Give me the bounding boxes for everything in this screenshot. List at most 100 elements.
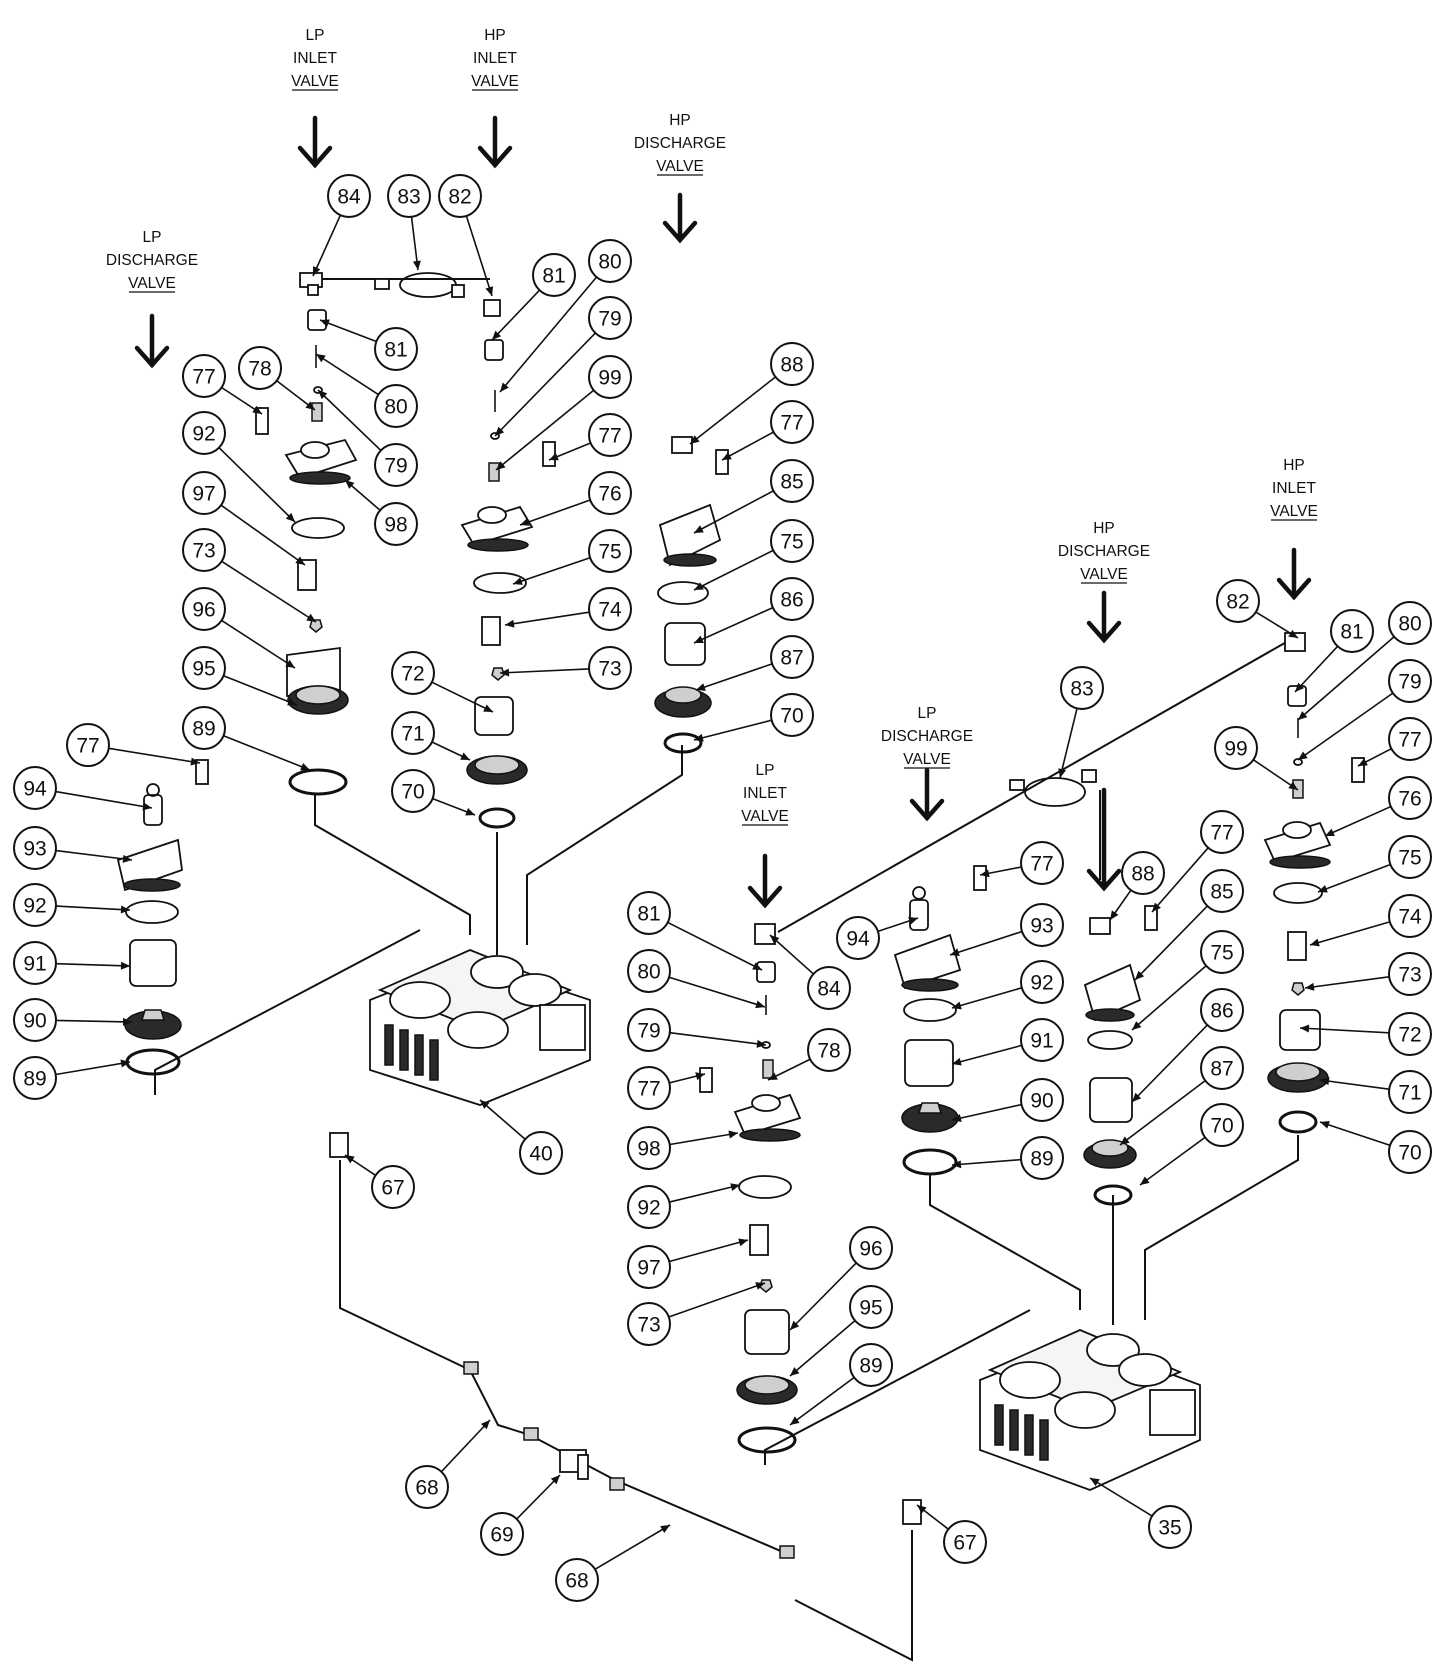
callout-number: 92 <box>23 895 46 918</box>
leader-line <box>512 557 591 585</box>
callout-number: 75 <box>1210 942 1233 965</box>
callout-circle <box>943 1520 987 1564</box>
leader-line <box>223 675 298 706</box>
callout-number: 89 <box>1030 1148 1053 1171</box>
leader-line <box>221 560 317 623</box>
o-ring-icon <box>288 768 348 796</box>
leader-arrowhead <box>345 480 355 489</box>
valve-sleeve-icon <box>474 696 514 736</box>
callout-circle <box>182 706 226 750</box>
leader-line <box>431 681 494 713</box>
callout-circle <box>1388 776 1432 820</box>
callout-number: 74 <box>1398 906 1422 929</box>
leader-arrowhead <box>952 1001 962 1010</box>
callout-90: 90 <box>951 1078 1064 1122</box>
leader-arrowhead <box>1320 1077 1330 1086</box>
callout-number: 80 <box>1398 613 1421 636</box>
callout-circle <box>588 646 632 690</box>
leader-line <box>1089 1477 1153 1517</box>
callout-94: 94 <box>13 766 153 811</box>
gasket-icon <box>1087 1030 1133 1050</box>
callout-circle <box>532 253 576 297</box>
callout-86: 86 <box>693 577 814 644</box>
o-ring-icon <box>478 807 516 829</box>
callout-circle <box>1214 726 1258 770</box>
tee-fitting-icon <box>559 1449 589 1480</box>
callout-number: 81 <box>542 265 565 288</box>
valve-seat-icon <box>287 685 349 715</box>
callout-81: 81 <box>1294 609 1374 693</box>
leader-line <box>494 332 596 437</box>
callout-circle <box>588 529 632 573</box>
o-ring-icon <box>1093 1184 1133 1206</box>
callout-number: 89 <box>859 1355 882 1378</box>
elbow-fitting-icon <box>1284 632 1306 652</box>
callout-number: 86 <box>780 589 803 612</box>
leader-line <box>516 1474 561 1520</box>
valve-cage-icon <box>297 559 317 591</box>
leader-line <box>440 1419 491 1473</box>
valve-label-line3: VALVE <box>656 158 704 175</box>
leader-arrowhead <box>694 635 704 643</box>
leader-arrowhead <box>1090 1478 1100 1487</box>
leader-line <box>669 1031 767 1046</box>
callout-96: 96 <box>789 1226 893 1331</box>
callout-number: 71 <box>1398 1082 1421 1105</box>
callout-84: 84 <box>769 934 851 1010</box>
callout-circle <box>182 354 226 398</box>
callout-35: 35 <box>1089 1477 1192 1549</box>
leader-arrowhead <box>480 1420 490 1430</box>
valve-label-line1: HP <box>1283 457 1305 474</box>
callout-number: 92 <box>1030 972 1053 995</box>
callout-70: 70 <box>391 769 476 816</box>
leader-arrowhead <box>950 948 960 957</box>
leader-arrowhead <box>345 1155 355 1164</box>
leader-line <box>789 1320 856 1377</box>
valve-sleeve-icon <box>129 939 177 987</box>
callout-77: 77 <box>979 841 1064 885</box>
callout-circle <box>1020 1018 1064 1062</box>
tube-loop-icon <box>1009 769 1097 807</box>
leader-arrowhead <box>730 1183 740 1192</box>
callout-84: 84 <box>312 174 371 277</box>
valve-label-line2: DISCHARGE <box>106 252 198 269</box>
leader-line <box>218 447 296 523</box>
leader-line <box>479 1099 526 1140</box>
leader-arrowhead <box>1135 970 1145 980</box>
callout-86: 86 <box>1131 988 1244 1103</box>
bolt-icon <box>542 441 556 467</box>
leader-line <box>55 790 153 809</box>
valve-sleeve-icon <box>744 1309 790 1355</box>
callout-circle <box>1388 717 1432 761</box>
arrow-hp-discharge-right <box>1086 590 1122 644</box>
leader-arrowhead <box>122 1017 132 1026</box>
callout-number: 76 <box>598 483 621 506</box>
callout-79: 79 <box>1297 659 1432 761</box>
callout-80: 80 <box>499 239 632 393</box>
bolt-icon <box>1144 905 1158 931</box>
callout-number: 91 <box>1030 1030 1053 1053</box>
valve-cage-icon <box>1287 931 1307 961</box>
callout-82: 82 <box>1216 579 1299 639</box>
callout-circle <box>1200 988 1244 1032</box>
callout-circle <box>1388 1012 1432 1056</box>
callout-number: 77 <box>1210 822 1233 845</box>
leader-line <box>951 987 1023 1009</box>
leader-line <box>499 668 590 674</box>
leader-line <box>693 549 774 591</box>
callout-circle <box>374 443 418 487</box>
valve-label-line2: INLET <box>743 785 787 802</box>
valve-cage-icon <box>481 616 501 646</box>
leader-arrowhead <box>300 762 310 771</box>
callout-circle <box>588 587 632 631</box>
arrow-hp-discharge-left <box>662 192 698 244</box>
leader-line <box>499 276 598 393</box>
callout-85: 85 <box>1134 869 1244 981</box>
callout-circle <box>391 711 435 755</box>
leader-arrowhead <box>722 452 732 460</box>
callout-number: 71 <box>401 723 424 746</box>
callout-92: 92 <box>627 1183 741 1229</box>
callout-number: 84 <box>817 978 841 1001</box>
